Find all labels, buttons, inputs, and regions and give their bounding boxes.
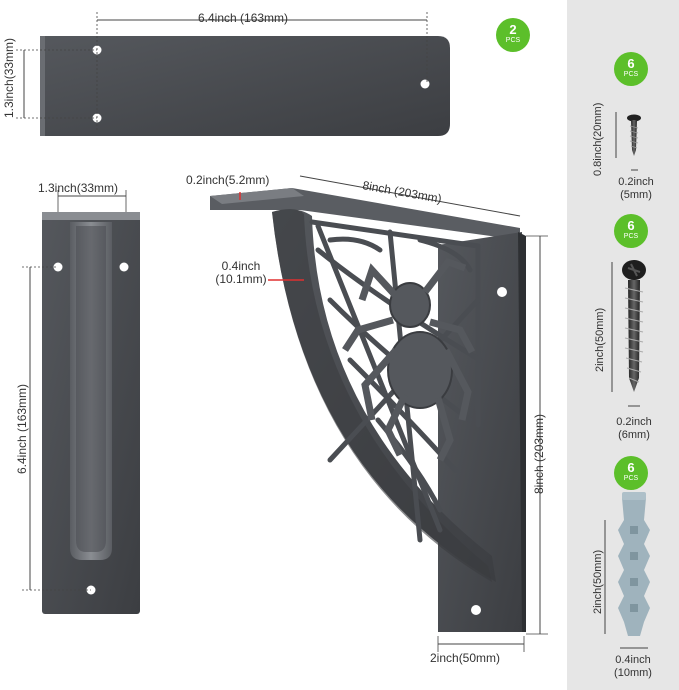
wall-anchor-badge: 6 PCS — [614, 456, 648, 490]
small-screw-icon — [615, 112, 641, 171]
wall-anchor-icon — [604, 492, 650, 649]
small-screw-badge: 6 PCS — [614, 52, 648, 86]
long-screw-diam-line1: 0.2inch — [616, 416, 652, 428]
top-plate-width-label: 6.4inch (163mm) — [198, 11, 289, 25]
top-plate-height-label: 1.3inch(33mm) — [2, 37, 16, 118]
bracket — [210, 175, 548, 652]
rib-label-line1: 0.4inch — [221, 259, 261, 273]
top-plate — [16, 12, 450, 136]
small-screw-length-label: 0.8inch(20mm) — [592, 102, 604, 176]
long-screw-diameter-label: 0.2inch (6mm) — [604, 416, 664, 442]
small-screw-diameter-label: 0.2inch (5mm) — [606, 176, 666, 202]
small-screw-diam-line2: (5mm) — [620, 189, 652, 201]
rib-label-line2: (10.1mm) — [215, 272, 267, 286]
wall-anchor-diam-line1: 0.4inch — [615, 654, 651, 666]
spider-icon — [342, 257, 476, 462]
wall-anchor-diameter-label: 0.4inch (10mm) — [602, 654, 664, 680]
side-view-height-label: 6.4inch (163mm) — [15, 383, 29, 474]
side-view-width-label: 1.3inch(33mm) — [38, 181, 119, 195]
bracket-rib-label: 0.4inch (10.1mm) — [206, 260, 276, 286]
top-plate-badge: 2 PCS — [496, 18, 530, 52]
long-screw-icon — [611, 260, 646, 407]
mount-hole — [420, 79, 430, 89]
long-screw-diam-line2: (6mm) — [618, 429, 650, 441]
bracket-thickness-label: 0.2inch(5.2mm) — [186, 173, 270, 187]
long-screw-badge: 6 PCS — [614, 214, 648, 248]
small-screw-diam-line1: 0.2inch — [618, 176, 654, 188]
wall-anchor-diam-line2: (10mm) — [614, 667, 652, 679]
bracket-base-label: 2inch(50mm) — [430, 651, 501, 665]
wall-anchor-length-label: 2inch(50mm) — [592, 549, 604, 614]
long-screw-length-label: 2inch(50mm) — [594, 307, 606, 372]
side-view — [22, 190, 140, 614]
bracket-height-label: 8inch (203mm) — [532, 413, 546, 494]
